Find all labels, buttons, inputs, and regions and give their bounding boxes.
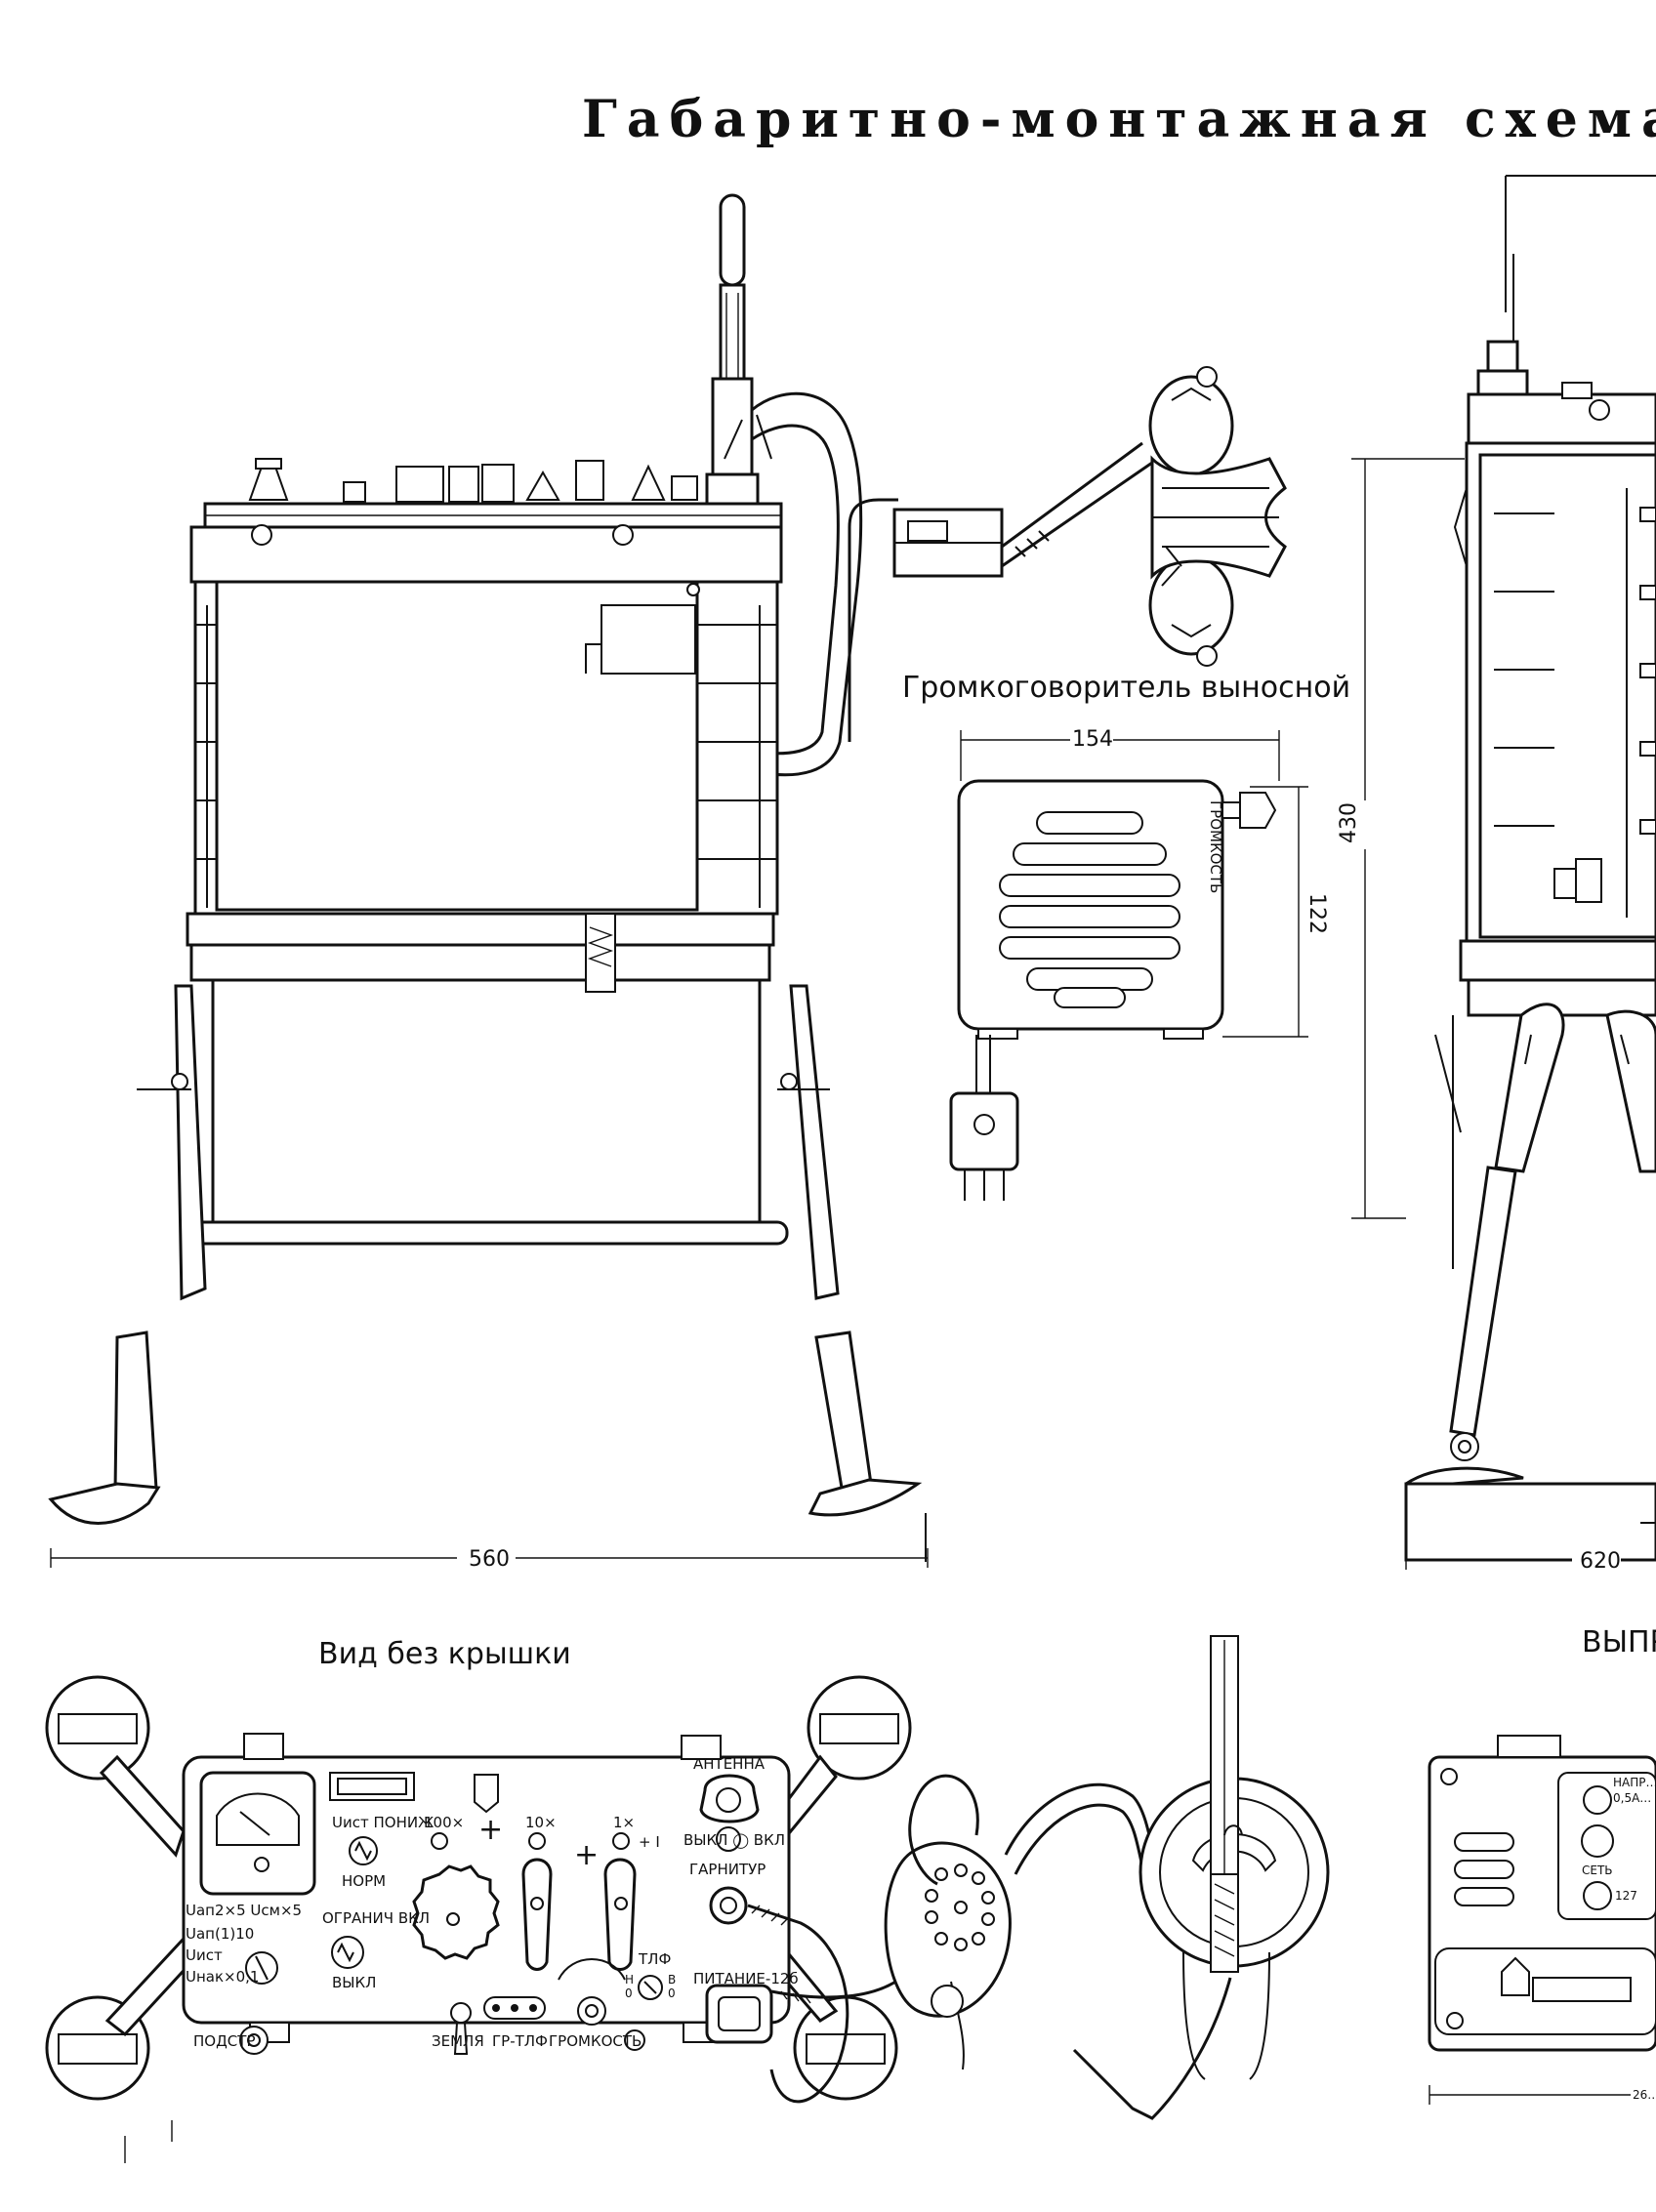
- rectifier-fuse-label: 0,5А…: [1613, 1791, 1651, 1805]
- plus-label-1: +: [478, 1813, 503, 1847]
- tlf-v-label: В: [668, 1973, 676, 1987]
- top-view-caption: Вид без крышки: [318, 1637, 571, 1671]
- gr-tlf-label: ГР-ТЛФ: [492, 2032, 548, 2050]
- speaker-caption: Громкоговоритель выносной: [902, 671, 1350, 705]
- x1-label: 1×: [613, 1814, 635, 1831]
- top-view-panel-labels: АНТЕННА ВЫКЛ ◯ ВКЛ ГАРНИТУР ПИТАНИЕ-12б …: [186, 1755, 799, 2050]
- rectifier-127-label: 127: [1615, 1889, 1637, 1903]
- x10-label: 10×: [525, 1814, 557, 1831]
- top-view-drawing: [45, 1635, 1330, 2120]
- speaker-knob-label: ГРОМКОСТЬ: [1207, 800, 1224, 893]
- tlf-label: ТЛФ: [638, 1950, 671, 1968]
- tlf-0b-label: 0: [668, 1987, 676, 2000]
- sheet-title: Габаритно-монтажная схема: [582, 90, 1656, 149]
- speaker-height-value: 122: [1304, 893, 1329, 934]
- front-width-dimension: 560: [50, 1544, 929, 1572]
- minus-plus-label: + I: [639, 1833, 660, 1851]
- antenna-label: АНТЕННА: [693, 1755, 766, 1773]
- x100-label: 100×: [424, 1814, 464, 1831]
- rectifier-drawing: [1428, 1735, 1656, 2105]
- rectifier-voltage-label: НАПР…: [1613, 1776, 1656, 1789]
- headset-label: ГАРНИТУР: [689, 1861, 766, 1878]
- range-2-label: Uист: [186, 1946, 223, 1964]
- ground-label: ЗЕМЛЯ: [432, 2032, 484, 2050]
- limiter-off-label: ВЫКЛ: [332, 1974, 376, 1991]
- rectifier-caption: ВЫПР… СЕТ…: [1582, 1625, 1656, 1659]
- plus-label-2: +: [574, 1838, 599, 1872]
- speaker-drawing: 154 ГРОМКОСТЬ 122: [949, 726, 1329, 1201]
- tlf-n-label: Н: [625, 1973, 634, 1987]
- limiter-label: ОГРАНИЧ ВКЛ: [322, 1909, 430, 1927]
- u-src-low-label: Uист ПОНИЖ: [332, 1814, 434, 1831]
- meter-ranges-label: Uап2×5 Uсм×5: [186, 1902, 302, 1919]
- range-3-label: Uнак×0,1: [186, 1968, 259, 1986]
- tlf-0a-label: 0: [625, 1987, 633, 2000]
- side-view-drawing: 430 620: [1337, 175, 1656, 1574]
- rectifier-labels: НАПР… 0,5А… СЕТЬ 127 26…: [1582, 1776, 1656, 2105]
- rectifier-mains-label: СЕТЬ: [1582, 1864, 1613, 1877]
- side-height-value: 430: [1337, 802, 1361, 843]
- adjust-label: ПОДСТР: [193, 2032, 256, 2050]
- side-width-value: 620: [1580, 1549, 1621, 1574]
- power-label: ПИТАНИЕ-12б: [693, 1970, 799, 1987]
- headset-drawing: [848, 366, 1287, 742]
- front-width-value: 560: [469, 1547, 510, 1572]
- rectifier-width-value: 26…: [1633, 2088, 1656, 2102]
- speaker-width-value: 154: [1072, 727, 1113, 752]
- volume-label: ГРОМКОСТЬ: [549, 2032, 642, 2050]
- range-1-label: Uап(1)10: [186, 1925, 254, 1943]
- norm-label: НОРМ: [342, 1872, 386, 1890]
- front-view-drawing: [48, 193, 927, 1562]
- off-on-label: ВЫКЛ ◯ ВКЛ: [683, 1831, 785, 1849]
